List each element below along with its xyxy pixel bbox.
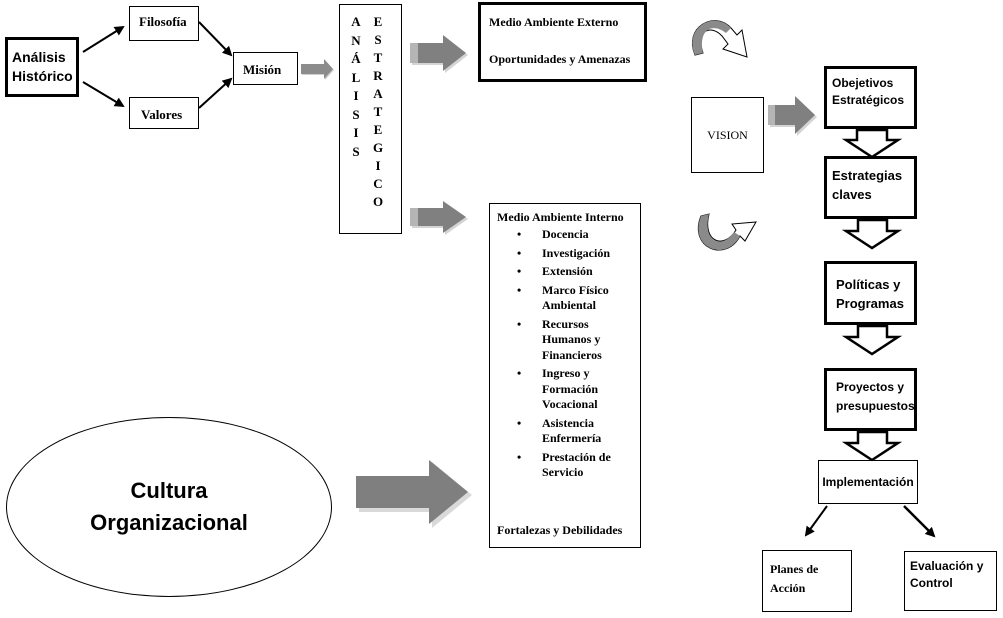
- vertical-letter: R: [373, 68, 383, 83]
- vertical-letter: I: [353, 125, 359, 140]
- interno-items-list: DocenciaInvestigaciónExtensiónMarco Físi…: [497, 227, 640, 481]
- down-arrow-estrategias-to-politicas: [841, 218, 903, 250]
- vertical-letter: L: [351, 69, 361, 85]
- vertical-letter: Á: [351, 51, 361, 66]
- cultura-organizacional-text: Cultura Organizacional: [6, 417, 332, 597]
- box-objetivos-estrategicos: Obejetivos Estratégicos: [824, 66, 917, 129]
- arrow-valores-to-mision: [198, 77, 233, 109]
- evaluacion-line2: Control: [910, 576, 953, 590]
- vertical-letter: O: [372, 194, 384, 209]
- down-arrow-objetivos-to-estrategias: [841, 128, 903, 159]
- arrow-implementacion-to-evaluacion: [903, 505, 936, 538]
- politicas-line2: Programas: [836, 296, 904, 311]
- politicas-line1: Políticas y: [836, 277, 901, 292]
- box-mision: Misión: [233, 52, 298, 85]
- vertical-letter: E: [373, 14, 383, 29]
- proyectos-line2: presupuestos: [836, 399, 915, 413]
- vertical-letter: S: [352, 106, 360, 122]
- interno-list-item: Extensión: [497, 264, 640, 280]
- box-estrategias-claves: Estrategias claves: [824, 156, 917, 219]
- planes-line1: Planes de: [770, 562, 819, 576]
- evaluacion-line1: Evaluación y: [910, 559, 984, 573]
- vertical-letter: C: [373, 176, 383, 191]
- estrategias-line1: Estrategias: [832, 168, 903, 183]
- planes-line2: Acción: [770, 581, 806, 595]
- vertical-letter: T: [373, 104, 383, 119]
- valores-label: Valores: [141, 107, 183, 122]
- box-proyectos-presupuestos: Proyectos y presupuestos: [824, 368, 917, 431]
- vertical-letter: T: [373, 50, 383, 65]
- arrow-historico-to-valores: [82, 81, 125, 108]
- down-arrow-proyectos-to-implementacion: [841, 430, 903, 462]
- arrow-filosofia-to-mision: [198, 21, 233, 57]
- analisis-historico-line1: Análisis: [12, 49, 66, 65]
- block-arrow-cultura-to-interno: [356, 460, 468, 524]
- analisis-historico-line2: Histórico: [12, 68, 73, 84]
- box-filosofia: Filosofía: [129, 6, 199, 41]
- block-arrow-mision-to-analisis-front: [301, 59, 333, 79]
- proyectos-line1: Proyectos y: [836, 380, 905, 394]
- arrow-implementacion-to-planes: [804, 505, 828, 537]
- box-planes-de-accion: Planes de Acción: [762, 550, 852, 612]
- vertical-letter: G: [372, 140, 384, 155]
- box-analisis-historico: Análisis Histórico: [5, 37, 79, 97]
- interno-list-item: Ingreso y Formación Vocacional: [497, 366, 640, 413]
- box-medio-ambiente-interno: Medio Ambiente Interno DocenciaInvestiga…: [489, 203, 641, 548]
- interno-list-item: Asistencia Enfermería: [497, 416, 640, 447]
- arrow-historico-to-filosofia: [82, 25, 125, 53]
- vertical-letter: I: [375, 158, 381, 173]
- externo-subtitle: Oportunidades y Amenazas: [489, 52, 631, 66]
- cultura-line1: Cultura: [130, 478, 208, 503]
- block-arrow-to-externo: [410, 35, 466, 71]
- vertical-letter: I: [353, 88, 359, 103]
- box-politicas-programas: Políticas y Programas: [824, 261, 917, 325]
- ellipse-cultura-organizacional: [6, 417, 332, 597]
- mision-label: Misión: [243, 62, 282, 77]
- interno-title: Medio Ambiente Interno: [497, 210, 624, 224]
- curved-arrow-bottom-shade: [698, 214, 740, 250]
- interno-list-item: Marco Físico Ambiental: [497, 283, 640, 314]
- box-medio-ambiente-externo: Medio Ambiente Externo Oportunidades y A…: [478, 2, 647, 82]
- vertical-letter: N: [351, 32, 361, 48]
- curved-arrow-top-shade: [692, 20, 731, 55]
- interno-footer: Fortalezas y Debilidades: [497, 523, 623, 537]
- down-arrow-politicas-to-proyectos: [841, 324, 903, 356]
- box-vision: VISION: [691, 97, 764, 173]
- estrategias-line2: claves: [832, 187, 872, 202]
- externo-title: Medio Ambiente Externo: [489, 15, 619, 29]
- interno-list-item: Docencia: [497, 227, 640, 243]
- vision-label: VISION: [707, 127, 748, 142]
- block-arrow-vision-to-objetivos: [768, 96, 815, 134]
- box-evaluacion-control: Evaluación y Control: [904, 551, 997, 611]
- cultura-line2: Organizacional: [90, 510, 248, 535]
- vertical-letter: S: [374, 32, 382, 47]
- vertical-letter: A: [373, 86, 383, 101]
- block-arrow-vision-to-objetivos-stripes: [768, 105, 775, 125]
- block-arrow-to-interno: [410, 201, 466, 233]
- objetivos-line2: Estratégicos: [832, 93, 905, 107]
- block-arrow-to-interno-stripes: [410, 208, 418, 226]
- box-valores: Valores: [129, 97, 199, 129]
- implementacion-label: Implementación: [822, 475, 914, 489]
- vertical-letter: E: [373, 122, 383, 137]
- interno-list-item: Recursos Humanos y Financieros: [497, 317, 640, 364]
- interno-list-item: Investigación: [497, 246, 640, 262]
- objetivos-line1: Obejetivos: [832, 76, 894, 90]
- filosofia-label: Filosofía: [139, 14, 187, 29]
- box-analisis-estrategico: [339, 4, 402, 234]
- vertical-letter: A: [351, 14, 361, 29]
- vertical-letter: S: [352, 143, 360, 159]
- block-arrow-to-externo-stripes: [410, 43, 418, 63]
- interno-list-item: Prestación de Servicio: [497, 450, 640, 481]
- box-implementacion: Implementación: [818, 460, 918, 504]
